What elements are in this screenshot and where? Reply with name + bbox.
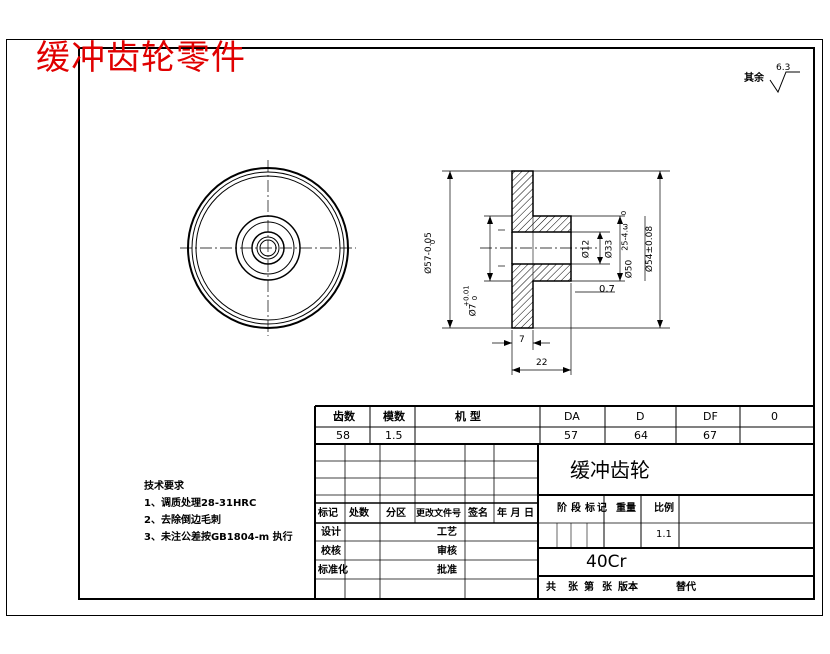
dim-outer-tol: 0 (429, 239, 438, 245)
stage-header-scale: 比例 (654, 503, 674, 514)
rev-header-sign: 签名 (468, 508, 488, 519)
param-value-da: 57 (564, 429, 578, 442)
role-check: 校核 (321, 546, 341, 557)
param-value-teeth: 58 (336, 429, 350, 442)
section-hatch-lower (511, 263, 572, 329)
stage-header-weight: 重量 (616, 503, 636, 514)
param-value-df: 67 (703, 429, 717, 442)
param-header-zero: 0 (771, 410, 778, 423)
drawing-frame (78, 47, 815, 600)
stage-header-1: 阶 (557, 503, 567, 514)
part-name: 缓冲齿轮 (570, 458, 650, 482)
dim-d54: Ø54±0.08 (645, 225, 656, 273)
footer-number: 第 (584, 582, 594, 593)
param-value-module: 1.5 (385, 429, 403, 442)
footer-sheet: 张 (602, 582, 612, 593)
tech-req-item: 3、未注公差按GB1804-m 执行 (144, 532, 293, 543)
param-header-df: DF (703, 410, 718, 423)
role-approve: 批准 (437, 565, 457, 576)
footer-sheets: 张 (568, 582, 578, 593)
roughness-symbol (769, 71, 800, 94)
tech-req-title: 技术要求 (144, 481, 184, 492)
param-header-module: 模数 (383, 410, 405, 423)
scale-value: 1.1 (656, 529, 672, 540)
dim-chamfer: 0.7 (599, 284, 615, 295)
rev-header-doc: 更改文件号 (416, 509, 462, 519)
rev-header-mark: 标记 (318, 508, 338, 519)
stage-header-4: 记 (597, 503, 607, 514)
param-header-d: D (636, 410, 645, 423)
material: 40Cr (586, 552, 627, 572)
param-header-model: 机 型 (455, 410, 481, 423)
role-review: 审核 (437, 546, 457, 557)
dim-outer-diameter: Ø57-0.05 (423, 232, 434, 274)
footer-total: 共 (546, 582, 556, 593)
param-header-da: DA (564, 410, 580, 423)
title-block-grid (315, 444, 813, 598)
param-value-d: 64 (634, 429, 648, 442)
dim-d50-tol-top: 0 (620, 210, 629, 216)
dimension-arrows (447, 171, 663, 373)
role-process: 工艺 (437, 527, 457, 538)
tech-req-item: 1、调质处理28-31HRC (144, 498, 257, 509)
dim-width-7: 7 (519, 335, 525, 345)
drawing-sheet-border (6, 39, 823, 616)
dimension-lines (442, 170, 670, 375)
footer-replace: 替代 (676, 582, 696, 593)
front-view (180, 160, 356, 336)
rev-header-count: 处数 (349, 508, 369, 519)
dim-width-22: 22 (536, 358, 548, 368)
dim-bore-tol-low: 0 (471, 295, 480, 301)
footer-version: 版本 (618, 582, 638, 593)
section-hatch-upper (511, 170, 572, 233)
technical-requirements: 技术要求 1、调质处理28-31HRC 2、去除倒边毛刺 3、未注公差按GB18… (144, 478, 293, 546)
role-design: 设计 (321, 527, 341, 538)
roughness-value: 6.3 (776, 63, 791, 73)
role-standard: 标准化 (318, 565, 348, 576)
stage-header-2: 段 (571, 503, 581, 514)
tech-req-item: 2、去除倒边毛刺 (144, 515, 221, 526)
rev-header-zone: 分区 (386, 508, 406, 519)
param-header-teeth: 齿数 (333, 410, 355, 423)
dim-d50-tol: 25-4.ω (620, 223, 630, 251)
dim-d33: Ø33 (604, 239, 615, 259)
drawing-title: 缓冲齿轮零件 (36, 38, 246, 78)
dim-d50: Ø50 (624, 259, 635, 279)
params-table-grid (314, 405, 813, 598)
rev-header-date: 年 月 日 (497, 508, 534, 519)
roughness-label: 其余 (744, 73, 764, 84)
dim-d12: Ø12 (581, 239, 592, 259)
stage-header-3: 标 (585, 503, 595, 514)
